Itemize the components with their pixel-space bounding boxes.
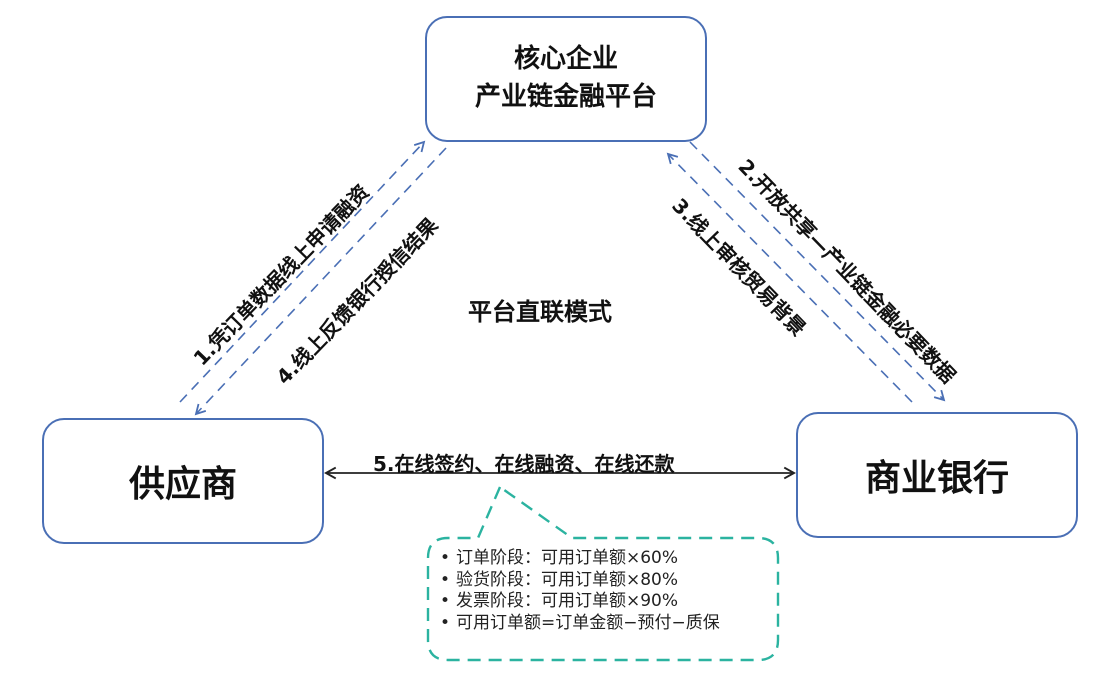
note-item-text: 可用订单额=订单金额−预付−质保 (456, 612, 720, 633)
note-item: •可用订单额=订单金额−预付−质保 (440, 613, 720, 635)
core-enterprise-platform-node: 核心企业 产业链金融平台 (425, 16, 707, 142)
arrow-core-to-bank (689, 141, 946, 402)
note-item: •验货阶段：可用订单额×80% (440, 570, 720, 592)
arrow-bank-to-core (666, 152, 913, 403)
core-node-line1: 核心企业 (513, 44, 618, 75)
note-item: •订单阶段：可用订单额×60% (440, 548, 720, 570)
financing-stage-note: •订单阶段：可用订单额×60% •验货阶段：可用订单额×80% •发票阶段：可用… (440, 548, 720, 634)
bullet-icon: • (440, 548, 451, 568)
bullet-icon: • (440, 569, 451, 590)
core-node-line2: 产业链金融平台 (474, 82, 657, 112)
supplier-node: 供应商 (42, 418, 324, 544)
bullet-icon: • (440, 591, 451, 611)
note-callout-outline (426, 485, 780, 662)
bullet-icon: • (440, 612, 451, 633)
note-item-text: 发票阶段：可用订单额×90% (456, 591, 679, 611)
arrow-core-to-supplier (194, 147, 447, 416)
supplier-node-label: 供应商 (128, 464, 237, 505)
note-item-text: 订单阶段：可用订单额×60% (456, 548, 679, 568)
flow-label-step5: 5.在线签约、在线融资、在线还款 (373, 452, 675, 476)
note-item-text: 验货阶段：可用订单额×80% (456, 569, 679, 590)
bank-node-label: 商业银行 (864, 458, 1009, 499)
arrow-supplier-to-core (179, 140, 426, 403)
note-item: •发票阶段：可用订单额×90% (440, 591, 720, 613)
mode-title: 平台直联模式 (468, 298, 612, 326)
commercial-bank-node: 商业银行 (796, 412, 1078, 538)
